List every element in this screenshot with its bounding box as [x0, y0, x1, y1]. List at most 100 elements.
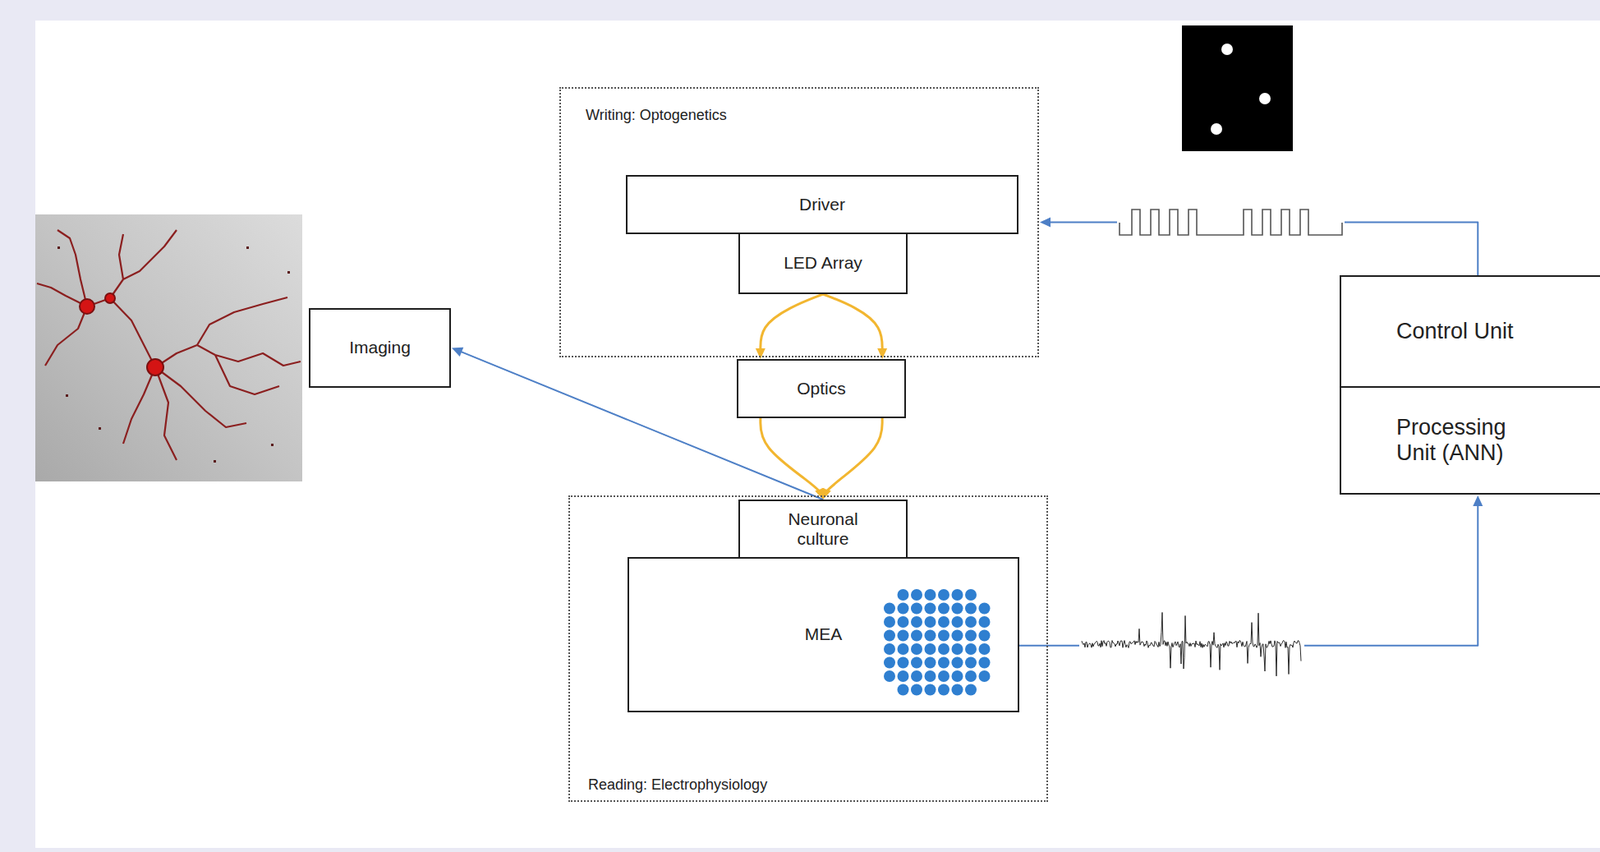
electrode: [910, 643, 923, 655]
arrowhead: [755, 348, 766, 359]
electrode: [951, 629, 964, 642]
stimulus-dot: [1210, 123, 1223, 135]
electrode: [951, 616, 964, 628]
electrode: [897, 670, 910, 682]
driver-box: Driver: [625, 174, 1019, 235]
neuron-dendrites: [36, 229, 301, 460]
control-unit-box: Control Unit: [1339, 275, 1600, 388]
electrode: [937, 643, 950, 655]
electrode: [951, 602, 964, 615]
culture-box: Neuronal culture: [738, 499, 908, 559]
electrode: [979, 602, 991, 615]
arrowhead: [821, 487, 831, 500]
electrode: [965, 670, 977, 682]
electrode: [951, 670, 964, 682]
electrode: [979, 643, 991, 655]
electrode: [937, 657, 950, 669]
electrode: [937, 670, 950, 682]
electrode: [979, 657, 991, 669]
connector: [760, 418, 883, 500]
electrode: [910, 588, 923, 601]
electrode: [965, 657, 977, 669]
electrode: [924, 657, 937, 669]
electrode: [897, 602, 910, 615]
electrode: [924, 588, 937, 601]
electrode: [965, 602, 977, 615]
electrode: [924, 629, 937, 642]
electrode: [910, 616, 923, 628]
processing-unit-box: Processing Unit (ANN): [1339, 386, 1600, 495]
electrode: [951, 643, 964, 655]
electrode: [937, 684, 950, 696]
writing-group: Writing: OptogeneticsDriverLED Array: [559, 87, 1040, 358]
connector: [755, 294, 888, 359]
electrode: [937, 588, 950, 601]
white-panel: [35, 20, 1600, 848]
arrowhead: [1472, 495, 1483, 506]
mea-box: MEA: [627, 556, 1020, 713]
box-label: Control Unit: [1396, 318, 1514, 345]
electrode: [897, 643, 910, 655]
electrode: [965, 588, 977, 601]
electrode: [910, 602, 923, 615]
microscope-image: [35, 214, 303, 482]
connector-line: [760, 294, 823, 352]
connector-line: [822, 294, 883, 352]
electrode: [924, 684, 937, 696]
stimulus-pattern: [1181, 25, 1293, 152]
connector-line: [1019, 502, 1478, 646]
imaging-box: Imaging: [308, 308, 451, 388]
electrode: [910, 657, 923, 669]
pulse-train: [1119, 209, 1343, 235]
electrode: [897, 616, 910, 628]
reading-group: Reading: Electrophysiology Neuronal cultu…: [568, 495, 1049, 802]
electrode: [965, 616, 977, 628]
cell-body: [147, 358, 164, 376]
electrode: [937, 629, 950, 642]
recorded-trace: [1081, 611, 1302, 676]
electrode: [897, 684, 910, 696]
connector-line: [458, 350, 823, 500]
box-label: Processing Unit (ANN): [1396, 414, 1536, 466]
electrode: [883, 616, 896, 628]
box-label: MEA: [804, 624, 843, 644]
connector: [1039, 217, 1478, 276]
connector: [1019, 495, 1483, 646]
electrode: [965, 643, 977, 655]
arrowhead: [451, 347, 464, 357]
box-label: Imaging: [349, 337, 411, 358]
box-label: Neuronal culture: [777, 509, 869, 549]
electrode: [951, 588, 964, 601]
electrode: [883, 629, 896, 642]
electrode: [937, 602, 950, 615]
electrode: [883, 670, 896, 682]
electrode: [924, 670, 937, 682]
electrode: [883, 657, 896, 669]
electrode: [979, 670, 991, 682]
stimulus-dot: [1221, 43, 1233, 56]
electrode: [937, 616, 950, 628]
optics-box: Optics: [736, 358, 906, 419]
electrode: [979, 629, 991, 642]
group-title: Reading: Electrophysiology: [588, 776, 768, 794]
connector-line: [825, 418, 883, 492]
electrode: [897, 629, 910, 642]
arrowhead: [1039, 217, 1051, 228]
electrode: [924, 616, 937, 628]
electrode: [910, 684, 923, 696]
electrode: [965, 684, 977, 696]
debris-specks: [57, 246, 290, 463]
electrode: [951, 684, 964, 696]
stimulus-dot: [1259, 92, 1271, 105]
cell-body: [79, 298, 95, 314]
box-label: Optics: [796, 378, 846, 399]
electrode-grid: [883, 588, 991, 696]
electrode: [965, 629, 977, 642]
connector: [451, 347, 823, 500]
electrode: [897, 588, 910, 601]
